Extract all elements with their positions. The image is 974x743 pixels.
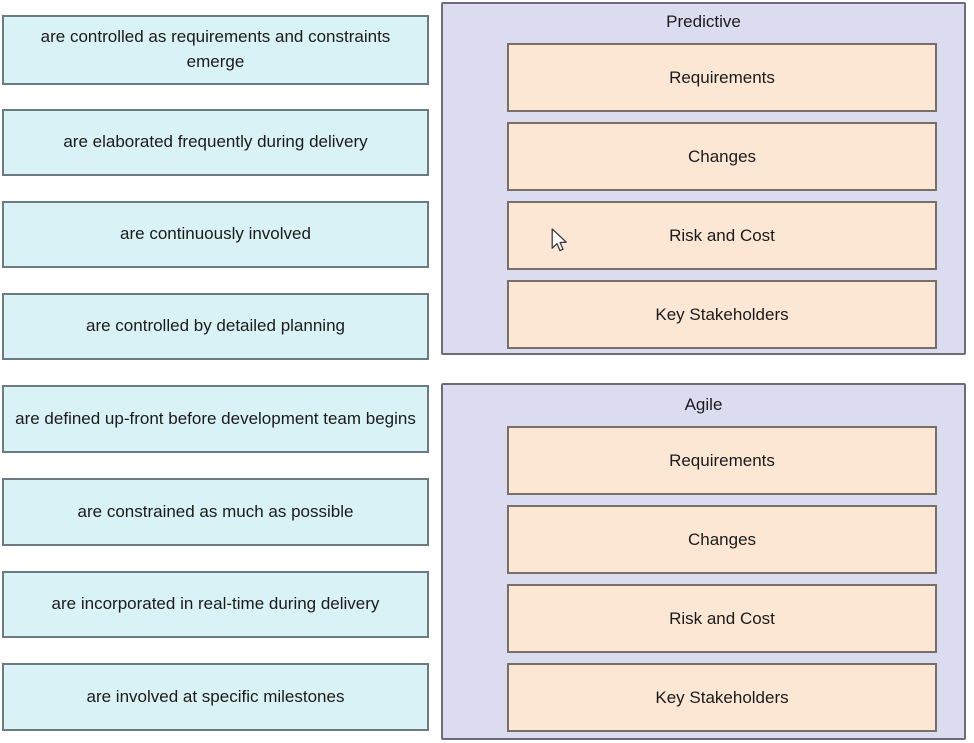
category-panel-title: Predictive — [666, 12, 741, 31]
drop-slot-label: Key Stakeholders — [655, 304, 789, 324]
drop-slot-label: Risk and Cost — [669, 608, 775, 628]
answer-tile[interactable]: are controlled by detailed planning — [2, 293, 429, 360]
answer-tile[interactable]: are defined up-front before development … — [2, 385, 429, 453]
drop-slot[interactable]: Changes — [507, 505, 937, 574]
answer-tile[interactable]: are incorporated in real-time during del… — [2, 571, 429, 638]
drop-slot-label: Changes — [687, 529, 757, 549]
drop-slot-label: Requirements — [669, 67, 775, 87]
drop-slot[interactable]: Risk and Cost — [507, 201, 937, 270]
drop-slot[interactable]: Changes — [507, 122, 937, 191]
answer-tile-label: are controlled as requirements and const… — [40, 27, 391, 71]
drop-slot-label: Key Stakeholders — [655, 687, 789, 707]
drop-slot[interactable]: Risk and Cost — [507, 584, 937, 653]
answer-tile-label: are defined up-front before development … — [15, 408, 416, 428]
answer-tile-label: are controlled by detailed planning — [86, 316, 345, 336]
category-panel-title: Agile — [684, 395, 723, 414]
answer-tile[interactable]: are involved at specific milestones — [2, 663, 429, 731]
drop-slot-label: Changes — [687, 146, 757, 166]
drop-slot[interactable]: Requirements — [507, 43, 937, 112]
category-panel-predictive: Predictive Requirements Changes Risk and… — [441, 2, 966, 355]
answer-tile[interactable]: are elaborated frequently during deliver… — [2, 109, 429, 176]
drop-slot[interactable]: Requirements — [507, 426, 937, 495]
category-panel-agile: Agile Requirements Changes Risk and Cost… — [441, 383, 966, 740]
drop-slot-label: Risk and Cost — [669, 225, 775, 245]
drop-slot[interactable]: Key Stakeholders — [507, 663, 937, 732]
answer-tile-label: are incorporated in real-time during del… — [51, 594, 380, 614]
answer-tile-label: are continuously involved — [120, 224, 311, 244]
answer-tile-label: are elaborated frequently during deliver… — [63, 132, 368, 152]
answer-tile[interactable]: are controlled as requirements and const… — [2, 15, 429, 85]
answer-tile-label: are involved at specific milestones — [86, 686, 345, 706]
drop-slot[interactable]: Key Stakeholders — [507, 280, 937, 349]
answer-tile-label: are constrained as much as possible — [77, 501, 354, 521]
answer-tile[interactable]: are constrained as much as possible — [2, 478, 429, 546]
drop-slot-label: Requirements — [669, 450, 775, 470]
answer-tile[interactable]: are continuously involved — [2, 201, 429, 268]
